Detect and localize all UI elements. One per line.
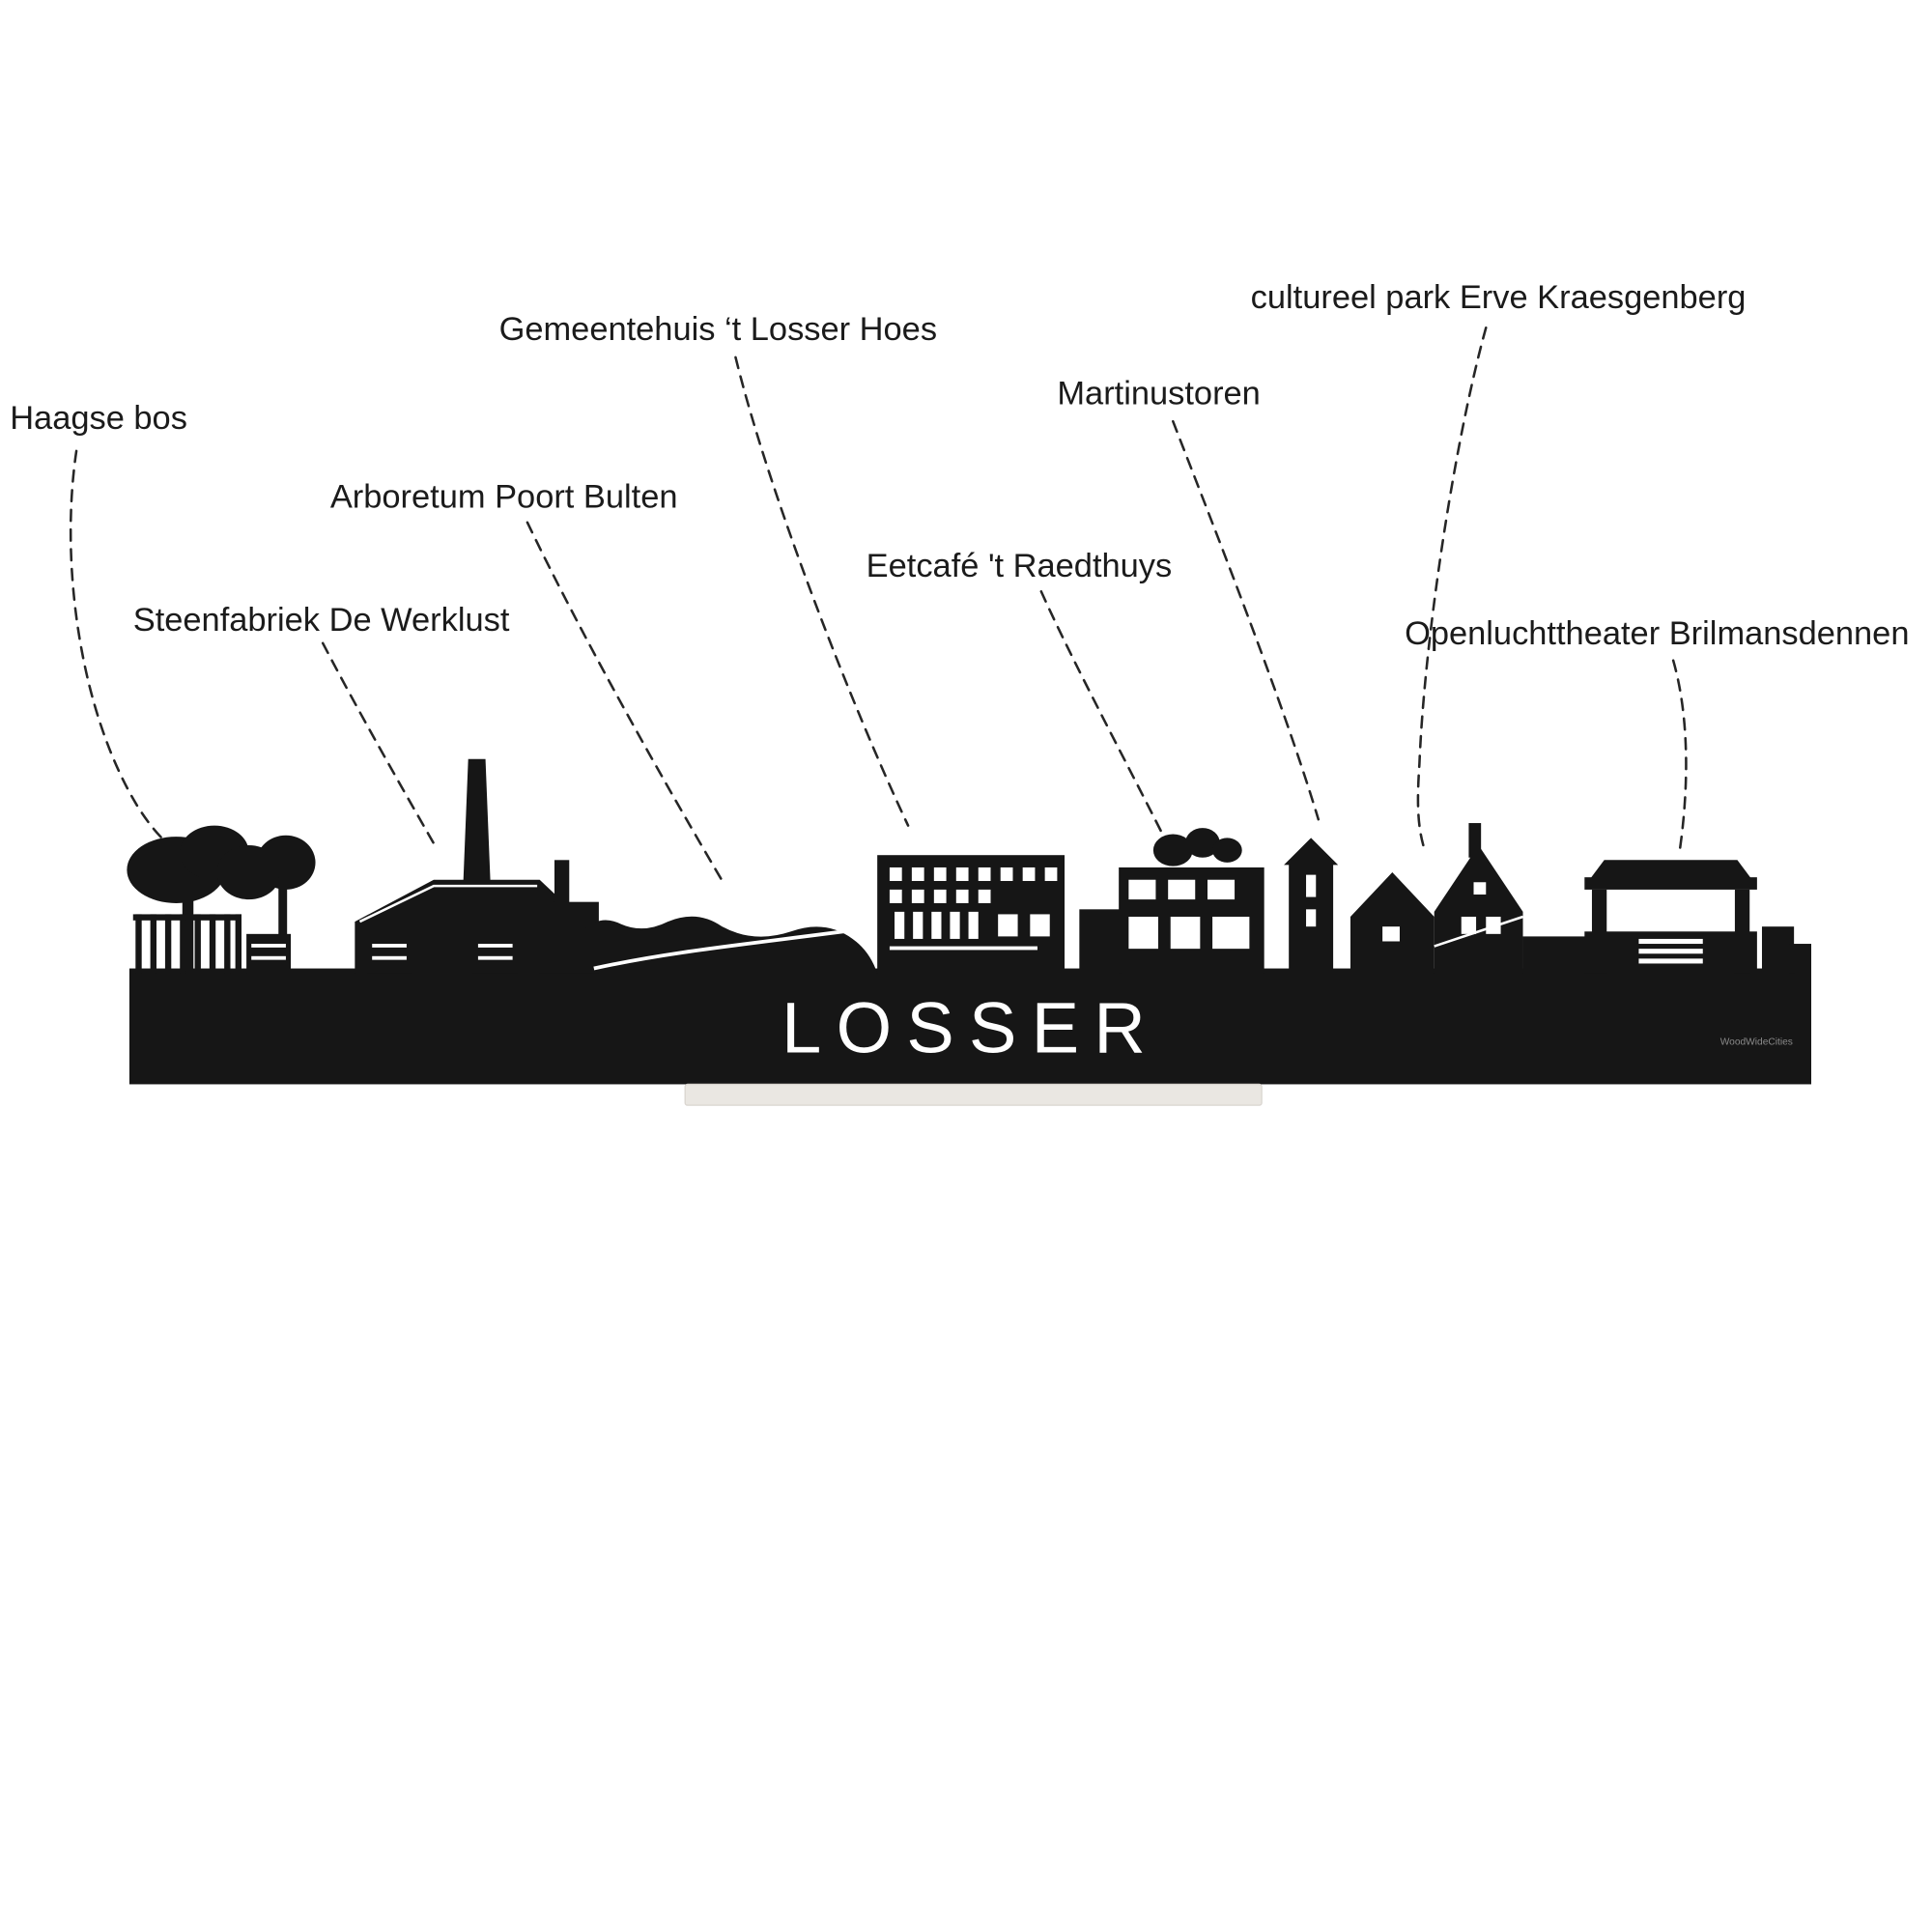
trees-haagse-bos <box>127 825 316 974</box>
gemeentehuis-building <box>877 855 1065 974</box>
base-trailers <box>246 933 518 974</box>
connector-steenfabriek <box>321 641 438 849</box>
hedge-arboretum <box>583 916 878 974</box>
label-steenfabriek: Steenfabriek De Werklust <box>133 602 510 639</box>
openluchttheater-stage <box>1584 860 1811 974</box>
watermark-text: WoodWideCities <box>1720 1037 1793 1048</box>
connector-eetcafe <box>1039 589 1167 842</box>
connector-martinustoren <box>1172 419 1321 821</box>
connector-lines <box>69 327 1688 887</box>
connector-openluchttheater <box>1671 659 1688 854</box>
label-openluchttheater: Openluchttheater Brilmansdennen <box>1405 615 1909 652</box>
skyline-silhouette: LOSSER WoodWideCities <box>127 758 1811 1085</box>
label-eetcafe: Eetcafé 't Raedthuys <box>867 548 1173 584</box>
farm-erve-kraesgenberg <box>1350 823 1591 974</box>
label-cultureel-park: cultureel park Erve Kraesgenberg <box>1251 279 1747 316</box>
label-arboretum: Arboretum Poort Bulten <box>330 479 678 516</box>
connector-cultureel-park <box>1416 327 1488 854</box>
steenfabriek-chimney <box>463 758 491 883</box>
martinustoren-tower <box>1284 838 1339 974</box>
base-stand <box>684 1083 1263 1106</box>
connector-haagse-bos <box>69 449 186 857</box>
label-gemeentehuis: Gemeentehuis ‘t Losser Hoes <box>499 311 937 348</box>
city-name-cutout: LOSSER <box>781 987 1160 1067</box>
label-haagse-bos: Haagse bos <box>10 400 187 437</box>
landmark-labels: Haagse bos Steenfabriek De Werklust Arbo… <box>10 279 1909 652</box>
skyline-base-band <box>128 968 1811 1085</box>
eetcafe-building <box>1079 828 1264 974</box>
connector-arboretum <box>526 521 726 887</box>
label-martinustoren: Martinustoren <box>1057 375 1260 412</box>
connector-gemeentehuis <box>734 355 910 827</box>
